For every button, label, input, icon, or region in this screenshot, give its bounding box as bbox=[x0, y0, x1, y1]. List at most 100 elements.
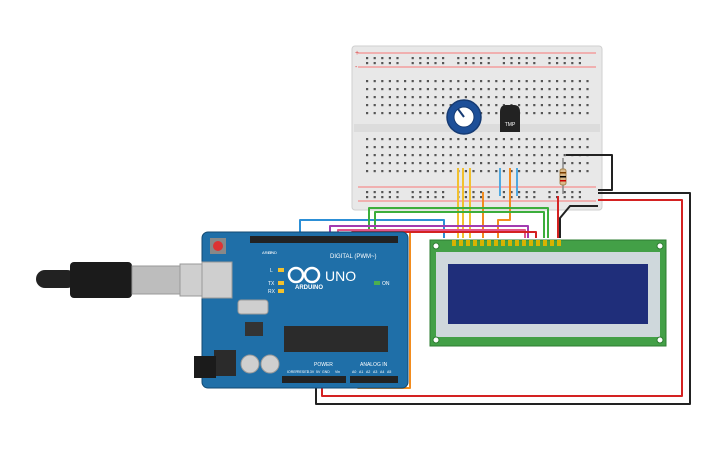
breadboard-hole bbox=[563, 191, 566, 194]
breadboard-hole bbox=[426, 138, 429, 141]
gnd-label-top: GND bbox=[268, 250, 277, 255]
breadboard-hole bbox=[464, 196, 467, 199]
breadboard-hole bbox=[586, 80, 589, 83]
breadboard-hole bbox=[548, 146, 551, 149]
breadboard-hole bbox=[442, 112, 445, 115]
temperature-sensor[interactable]: TMP bbox=[500, 105, 520, 132]
breadboard-hole bbox=[525, 170, 528, 173]
breadboard-hole bbox=[502, 104, 505, 107]
wire-black-1 bbox=[566, 154, 613, 191]
breadboard-hole bbox=[472, 146, 475, 149]
breadboard-hole bbox=[487, 146, 490, 149]
breadboard-hole bbox=[510, 146, 513, 149]
rail-minus-label: - bbox=[355, 64, 358, 71]
breadboard-hole bbox=[449, 138, 452, 141]
breadboard-hole bbox=[487, 191, 490, 194]
breadboard-hole bbox=[366, 96, 369, 99]
breadboard-hole bbox=[556, 112, 559, 115]
breadboard-hole bbox=[480, 191, 483, 194]
breadboard-hole bbox=[556, 57, 559, 60]
breadboard-hole bbox=[457, 62, 460, 65]
breadboard-hole bbox=[571, 62, 574, 65]
breadboard-hole bbox=[518, 62, 521, 65]
breadboard-hole bbox=[525, 96, 528, 99]
breadboard-hole bbox=[373, 88, 376, 91]
small-chip bbox=[245, 322, 263, 336]
breadboard-hole bbox=[533, 154, 536, 157]
breadboard-hole bbox=[533, 162, 536, 165]
breadboard-hole bbox=[533, 104, 536, 107]
breadboard-hole bbox=[366, 80, 369, 83]
breadboard-hole bbox=[571, 112, 574, 115]
breadboard-hole bbox=[396, 162, 399, 165]
breadboard-hole bbox=[426, 112, 429, 115]
breadboard-hole bbox=[464, 146, 467, 149]
reset-button-cap[interactable] bbox=[213, 241, 223, 251]
breadboard-hole bbox=[404, 88, 407, 91]
potentiometer[interactable] bbox=[446, 99, 482, 135]
breadboard-hole bbox=[563, 57, 566, 60]
lcd-pin bbox=[522, 240, 526, 246]
lcd-pin bbox=[550, 240, 554, 246]
resistor[interactable] bbox=[559, 158, 567, 194]
breadboard-hole bbox=[533, 88, 536, 91]
breadboard-hole bbox=[502, 191, 505, 194]
breadboard-hole bbox=[510, 196, 513, 199]
breadboard-hole bbox=[404, 154, 407, 157]
on-label: ON bbox=[382, 281, 390, 287]
breadboard-hole bbox=[449, 154, 452, 157]
breadboard-hole bbox=[502, 62, 505, 65]
breadboard-hole bbox=[563, 96, 566, 99]
breadboard-hole bbox=[381, 162, 384, 165]
breadboard-hole bbox=[388, 62, 391, 65]
breadboard-hole bbox=[472, 80, 475, 83]
analog-header bbox=[350, 376, 398, 383]
breadboard-hole bbox=[434, 138, 437, 141]
breadboard-hole bbox=[525, 62, 528, 65]
breadboard-hole bbox=[586, 146, 589, 149]
breadboard-hole bbox=[472, 57, 475, 60]
breadboard-hole bbox=[373, 57, 376, 60]
breadboard-hole bbox=[373, 96, 376, 99]
breadboard-hole bbox=[578, 146, 581, 149]
breadboard-hole bbox=[571, 57, 574, 60]
breadboard-hole bbox=[563, 88, 566, 91]
breadboard-hole bbox=[487, 154, 490, 157]
breadboard-hole bbox=[578, 88, 581, 91]
breadboard-hole bbox=[518, 154, 521, 157]
breadboard-hole bbox=[404, 138, 407, 141]
breadboard-hole bbox=[449, 104, 452, 107]
breadboard-hole bbox=[419, 96, 422, 99]
breadboard-hole bbox=[388, 191, 391, 194]
breadboard-hole bbox=[381, 96, 384, 99]
breadboard-hole bbox=[548, 196, 551, 199]
digital-header bbox=[250, 236, 398, 243]
breadboard-hole bbox=[556, 88, 559, 91]
analog-label: ANALOG IN bbox=[360, 362, 388, 368]
l-label: L bbox=[270, 268, 273, 274]
breadboard-hole bbox=[571, 96, 574, 99]
breadboard-hole bbox=[442, 196, 445, 199]
lcd-module[interactable] bbox=[429, 239, 667, 347]
breadboard-hole bbox=[411, 62, 414, 65]
breadboard-hole bbox=[396, 96, 399, 99]
lcd-pin bbox=[459, 240, 463, 246]
breadboard-hole bbox=[457, 146, 460, 149]
breadboard-hole bbox=[434, 196, 437, 199]
breadboard-hole bbox=[563, 104, 566, 107]
power-header bbox=[282, 376, 346, 383]
breadboard-hole bbox=[366, 62, 369, 65]
breadboard-hole bbox=[434, 96, 437, 99]
breadboard-holes bbox=[366, 57, 589, 199]
wire-black-2 bbox=[559, 205, 598, 238]
arduino-uno-board[interactable]: DIGITAL (PWM~) AREF GND ARDUINO UNO L TX… bbox=[194, 231, 409, 389]
lcd-pin bbox=[501, 240, 505, 246]
breadboard-hole bbox=[457, 96, 460, 99]
breadboard-hole bbox=[586, 138, 589, 141]
breadboard-hole bbox=[518, 104, 521, 107]
gnd-label-bottom: GND bbox=[322, 370, 330, 374]
breadboard-hole bbox=[487, 96, 490, 99]
breadboard-hole bbox=[533, 170, 536, 173]
breadboard-hole bbox=[388, 162, 391, 165]
breadboard-hole bbox=[533, 80, 536, 83]
